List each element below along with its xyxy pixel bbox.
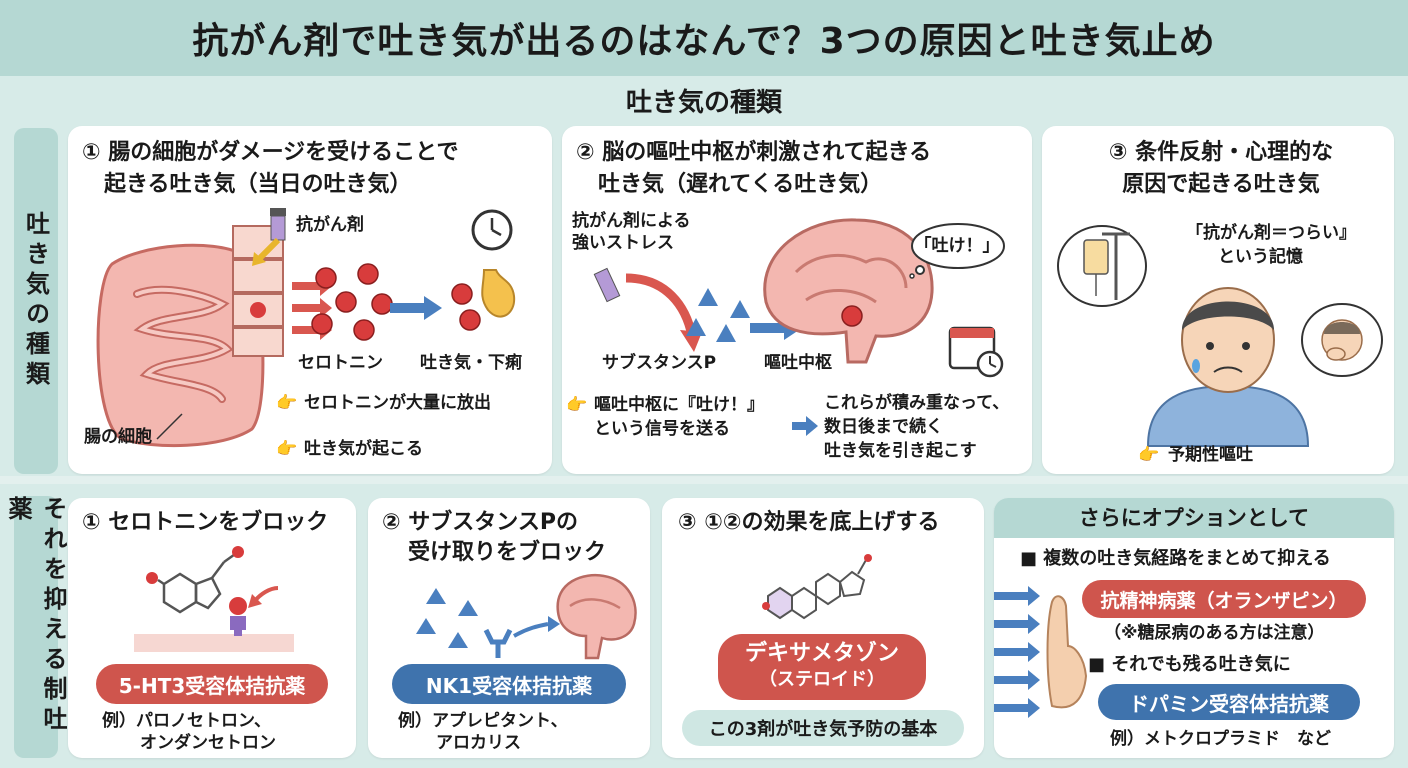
drug1-example-line1: 例）パロノセトロン、 bbox=[102, 711, 271, 731]
types-side-label: 吐き気の種類 bbox=[14, 128, 58, 474]
hand-pointing-icon: 👉 bbox=[276, 439, 298, 459]
type3-card: ③ 条件反射・心理的な 原因で起きる吐き気 「抗がん剤＝つらい』 という記憶 👉… bbox=[1042, 126, 1394, 474]
type2-result-line2: 数日後まで続く bbox=[824, 417, 943, 437]
options-title: さらにオプションとして bbox=[1078, 506, 1310, 530]
drug3-title: ③ ①②の効果を底上げする bbox=[678, 510, 940, 535]
drug3-footer: この3剤が吐き気予防の基本 bbox=[682, 710, 964, 746]
options-header bbox=[994, 498, 1394, 538]
options-note1: （※糖尿病のある方は注意） bbox=[1104, 623, 1325, 643]
type1-title-line2: 起きる吐き気（当日の吐き気） bbox=[104, 172, 412, 197]
options-example: 例）メトクロプラミド など bbox=[1110, 729, 1331, 749]
hand-pointing-icon: 👉 bbox=[276, 393, 298, 413]
steroid-molecule-icon bbox=[762, 554, 872, 620]
options-item2: ■ それでも残る吐き気に bbox=[1088, 654, 1291, 675]
type2-card: ② 脳の嘔吐中枢が刺激されて起きる 吐き気（遅れてくる吐き気） 抗がん剤による … bbox=[562, 126, 1032, 474]
stress-arrow-icon bbox=[593, 267, 702, 352]
stress-line2: 強いストレス bbox=[572, 233, 674, 253]
drug2-card: ② サブスタンスPの 受け取りをブロック NK1受容体拮抗薬 例）アプレピタント… bbox=[368, 498, 650, 758]
type1-card: ① 腸の細胞がダメージを受けることで 起きる吐き気（当日の吐き気） 抗がん剤 bbox=[68, 126, 552, 474]
flow-arrow-icon bbox=[390, 296, 442, 320]
options-card: さらにオプションとして ■ 複数の吐き気経路をまとめて抑える 抗精神病薬（オラン… bbox=[994, 498, 1394, 758]
yellow-arrow-icon bbox=[252, 237, 281, 266]
drug3-pill-line1: デキサメタゾン bbox=[744, 641, 899, 666]
serotonin-molecule-icon bbox=[134, 546, 294, 652]
stomach-icon bbox=[451, 269, 516, 331]
cell-label: 腸の細胞 bbox=[84, 427, 152, 447]
drug2-pill: NK1受容体拮抗薬 bbox=[392, 664, 626, 704]
type2-note-line2: という信号を送る bbox=[594, 419, 730, 439]
hand-pointing-icon: 👉 bbox=[1138, 445, 1160, 465]
type2-title-line2: 吐き気（遅れてくる吐き気） bbox=[598, 172, 883, 197]
drug3-pill-line2: （ステロイド） bbox=[759, 669, 885, 690]
worried-person-icon bbox=[1146, 287, 1310, 447]
drug2-example-line2: アロカリス bbox=[436, 733, 521, 753]
nk1-receptor-icon bbox=[416, 573, 637, 660]
drug2-title-line1: ② サブスタンスPの bbox=[382, 510, 578, 535]
type3-title-line1: ③ 条件反射・心理的な bbox=[1108, 140, 1334, 165]
result-label: 吐き気・下痢 bbox=[420, 353, 522, 373]
title-bar: 抗がん剤で吐き気が出るのはなんで？3つの原因と吐き気止め bbox=[0, 0, 1408, 76]
drug2-title-line2: 受け取りをブロック bbox=[408, 540, 607, 565]
drug1-card: ① セロトニンをブロック 5-HT3受容体拮抗薬 例）パロノセトロン、 オンダン… bbox=[68, 498, 356, 758]
clock-icon bbox=[471, 209, 513, 251]
stop-hand-icon bbox=[994, 586, 1088, 718]
serotonin-dots-icon bbox=[311, 263, 393, 341]
serotonin-label: セロトニン bbox=[298, 353, 383, 373]
hand-pointing-icon: 👉 bbox=[566, 395, 588, 415]
types-section-title: 吐き気の種類 bbox=[625, 88, 782, 118]
options-pill2: ドパミン受容体拮抗薬 bbox=[1098, 684, 1360, 720]
drug3-pill: デキサメタゾン （ステロイド） bbox=[718, 634, 926, 700]
drug1-title: ① セロトニンをブロック bbox=[82, 510, 329, 535]
type2-note-line1: 嘔吐中枢に『吐け！』 bbox=[594, 395, 764, 415]
type2-result-line3: 吐き気を引き起こす bbox=[824, 441, 977, 461]
speech-text: 「吐け！」 bbox=[914, 236, 1000, 256]
type3-note: 予期性嘔吐 bbox=[1168, 445, 1253, 465]
drug-vial-icon bbox=[270, 208, 286, 241]
options-pill1: 抗精神病薬（オランザピン） bbox=[1082, 580, 1366, 618]
sick-face-thought-icon bbox=[1301, 303, 1383, 377]
brain-icon bbox=[763, 218, 934, 364]
speech-bubble-icon bbox=[909, 223, 1005, 279]
options-item1: ■ 複数の吐き気経路をまとめて抑える bbox=[1020, 548, 1331, 569]
page-title: 抗がん剤で吐き気が出るのはなんで？3つの原因と吐き気止め bbox=[192, 21, 1216, 62]
drugs-side-label: それを抑える制吐薬 bbox=[4, 496, 67, 758]
type2-result-line1: これらが積み重なって、 bbox=[824, 393, 1010, 413]
type1-title-line1: ① 腸の細胞がダメージを受けることで bbox=[82, 140, 459, 165]
memory-line2: という記憶 bbox=[1218, 247, 1303, 267]
type1-note1: セロトニンが大量に放出 bbox=[304, 393, 491, 413]
drug3-card: ③ ①②の効果を底上げする デキサメタゾン （ステロイド） この3剤が吐き気予防… bbox=[662, 498, 984, 758]
stress-line1: 抗がん剤による bbox=[572, 211, 691, 231]
drug1-pill: 5-HT3受容体拮抗薬 bbox=[96, 664, 328, 704]
type2-title-line1: ② 脳の嘔吐中枢が刺激されて起きる bbox=[576, 140, 932, 165]
type1-note2: 吐き気が起こる bbox=[304, 439, 423, 459]
intestine-icon bbox=[96, 243, 265, 448]
anticancer-label: 抗がん剤 bbox=[296, 215, 364, 235]
substance-p-triangles-icon bbox=[686, 288, 750, 342]
drug1-example-line2: オンダンセトロン bbox=[140, 733, 276, 753]
calendar-icon bbox=[948, 326, 1004, 378]
center-label: 嘔吐中枢 bbox=[764, 353, 832, 373]
memory-line1: 「抗がん剤＝つらい』 bbox=[1186, 223, 1356, 243]
drug2-example-line1: 例）アプレピタント、 bbox=[398, 711, 568, 731]
substance-label: サブスタンスP bbox=[602, 353, 717, 373]
type3-title-line2: 原因で起きる吐き気 bbox=[1122, 172, 1320, 197]
result-arrow-icon bbox=[792, 416, 818, 436]
iv-drip-icon bbox=[1057, 225, 1147, 307]
